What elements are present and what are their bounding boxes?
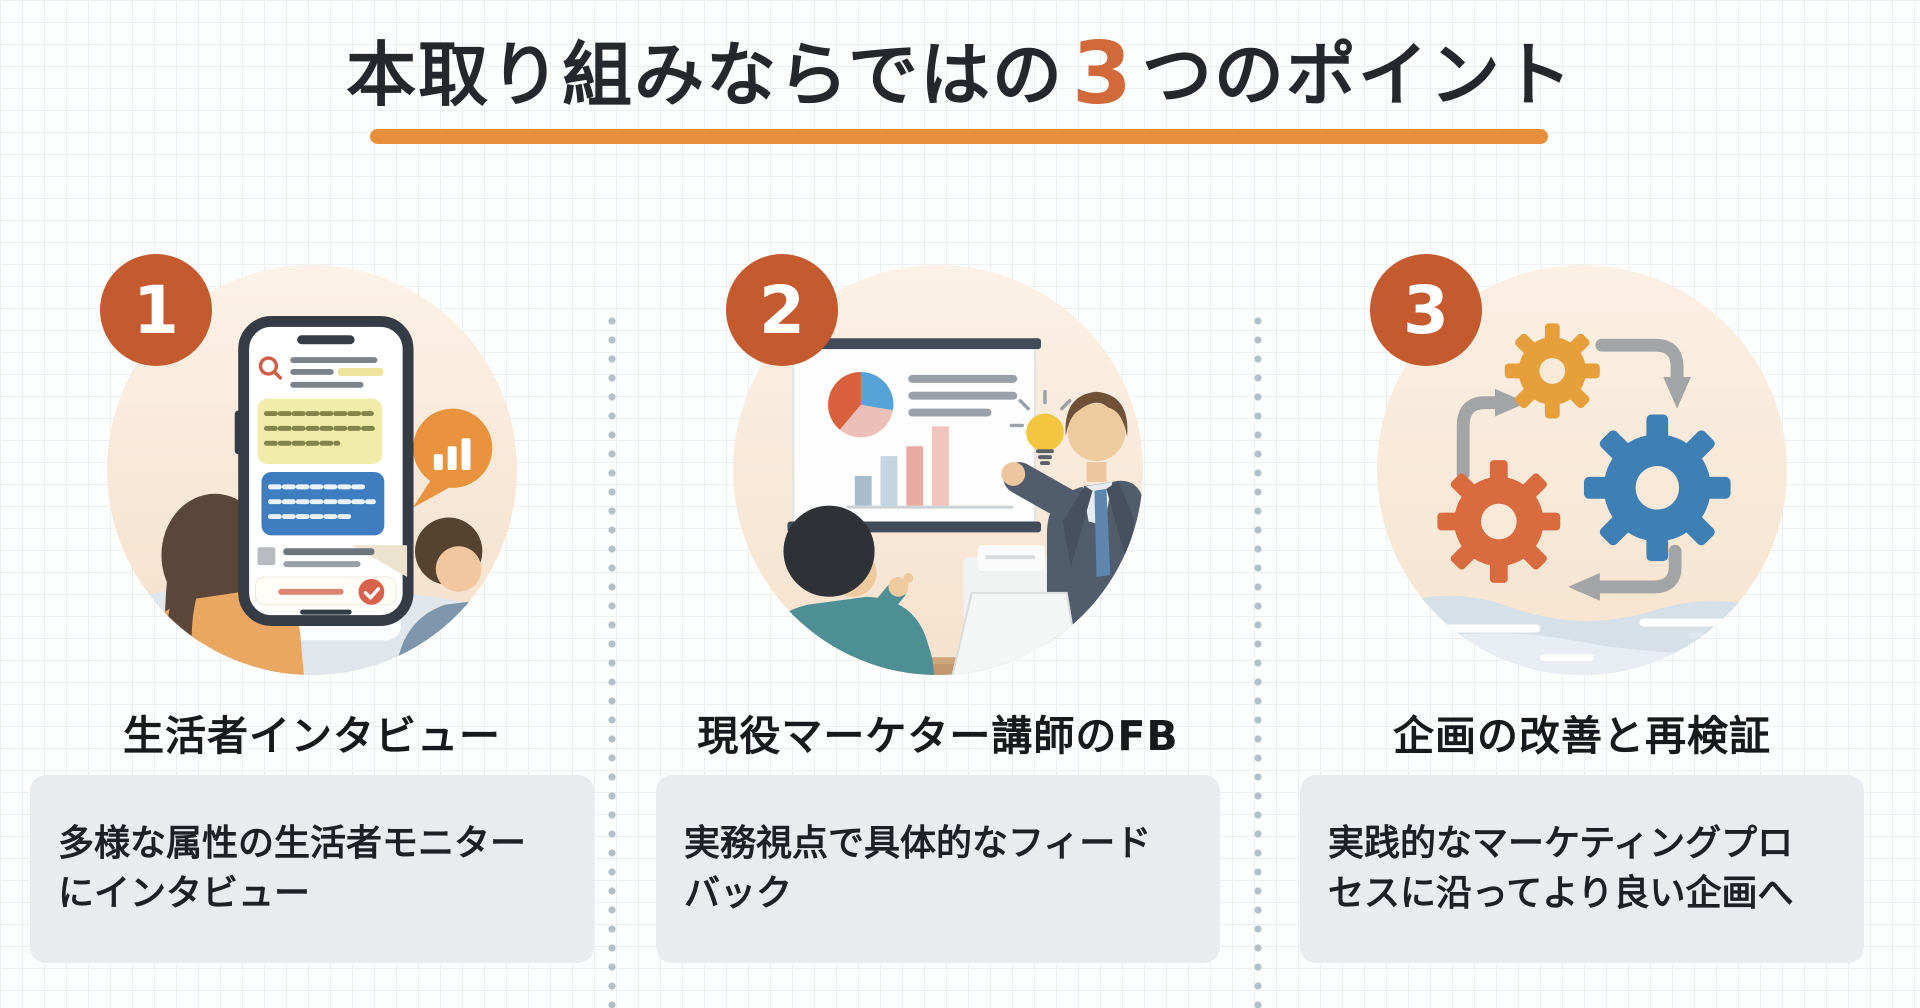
number-badge-2: 2 bbox=[726, 254, 838, 366]
phone-speaker bbox=[297, 335, 355, 345]
orange-gear-icon bbox=[1437, 460, 1561, 583]
point-card-2: 2 bbox=[650, 0, 1226, 1008]
title-underline bbox=[370, 129, 1548, 144]
card-description-1: 多様な属性の生活者モニターにインタビュー bbox=[58, 822, 527, 914]
highlighted-text-line bbox=[337, 367, 384, 376]
peach-circle-background bbox=[1376, 264, 1788, 676]
send-button-icon bbox=[358, 578, 385, 605]
number-badge-3: 3 bbox=[1370, 254, 1482, 366]
phone-home-bar bbox=[300, 609, 352, 615]
illustration-wrap-3 bbox=[1374, 262, 1790, 678]
card-title-3: 企画の改善と再検証 bbox=[1393, 712, 1771, 760]
smartphone-chat-illustration bbox=[106, 264, 518, 676]
search-icon bbox=[258, 356, 279, 376]
card-description-3: 実践的なマーケティングプロセスに沿ってより良い企画へ bbox=[1328, 822, 1794, 914]
card-description-2: 実務視点で具体的なフィードバック bbox=[684, 822, 1152, 914]
point-card-3: 3 bbox=[1294, 0, 1870, 1008]
cycle-arrows bbox=[1456, 338, 1691, 601]
card-title-2: 現役マーケター講師のFB bbox=[697, 712, 1179, 760]
bar-chart-icon bbox=[846, 426, 1014, 509]
number-badge-1: 1 bbox=[100, 254, 212, 366]
laptop bbox=[950, 591, 1082, 676]
illustration-wrap-2 bbox=[730, 262, 1146, 678]
amber-gear-icon bbox=[1504, 323, 1600, 419]
smartphone bbox=[234, 315, 414, 626]
blue-gear-icon bbox=[1583, 414, 1731, 562]
card-description-box-3: 実践的なマーケティングプロセスに沿ってより良い企画へ bbox=[1300, 775, 1864, 963]
gears-cycle-illustration bbox=[1376, 264, 1788, 676]
title-number: 3 bbox=[1072, 24, 1134, 124]
dotted-divider-left bbox=[608, 316, 616, 1008]
instructor-presentation-illustration bbox=[732, 264, 1144, 676]
chart-speech-bubble-icon bbox=[413, 408, 493, 508]
necktie bbox=[1094, 488, 1111, 577]
yellow-chat-bubble bbox=[257, 398, 383, 465]
point-card-1: 1 bbox=[24, 0, 600, 1008]
card-description-box-2: 実務視点で具体的なフィードバック bbox=[656, 775, 1220, 963]
dotted-divider-right bbox=[1254, 316, 1262, 1008]
card-title-1: 生活者インタビュー bbox=[123, 712, 501, 760]
slide-text-lines bbox=[908, 374, 1018, 417]
phone-frame bbox=[238, 315, 414, 626]
pie-chart-icon bbox=[828, 371, 894, 438]
title-suffix: つのポイント bbox=[1141, 34, 1574, 116]
card-description-box-1: 多様な属性の生活者モニターにインタビュー bbox=[30, 775, 594, 963]
title-prefix: 本取り組みならではの bbox=[346, 34, 1065, 116]
illustration-wrap-1 bbox=[104, 262, 520, 678]
